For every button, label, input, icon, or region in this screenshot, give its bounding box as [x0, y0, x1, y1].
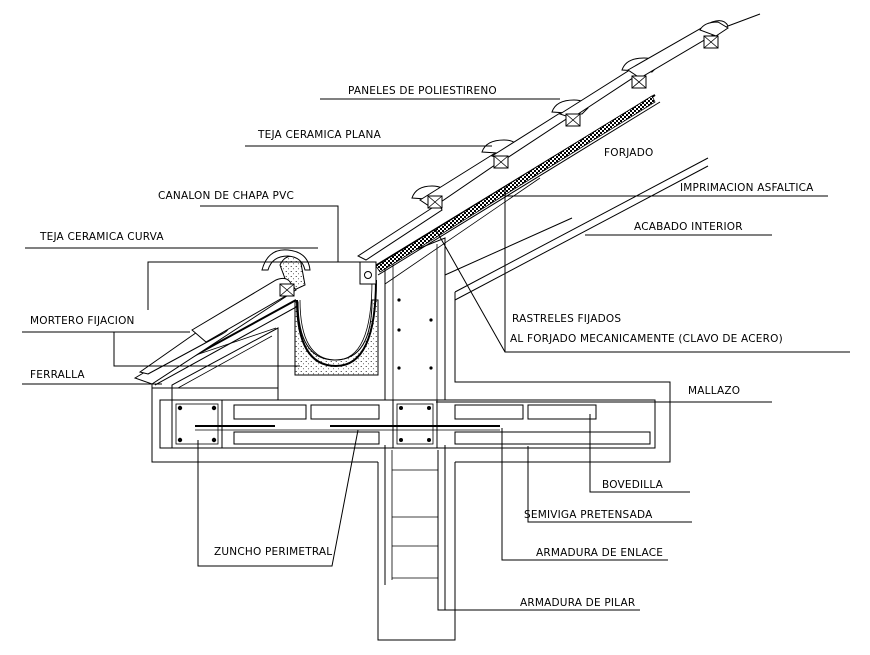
- callout-labels: PANELES DE POLIESTIRENO TEJA CERAMICA PL…: [30, 85, 814, 609]
- left-wall: [171, 327, 279, 400]
- label-armadura-enlace: ARMADURA DE ENLACE: [536, 547, 663, 559]
- label-armadura-pilar: ARMADURA DE PILAR: [520, 597, 635, 609]
- label-mortero: MORTERO FIJACION: [30, 315, 135, 327]
- gutter: [279, 255, 379, 376]
- label-ferralla: FERRALLA: [30, 369, 85, 381]
- curved-tile-cap: [261, 249, 311, 271]
- label-imprimacion: IMPRIMACION ASFALTICA: [680, 182, 814, 194]
- left-roof: [133, 277, 299, 386]
- label-rastreles-2: AL FORJADO MECANICAMENTE (CLAVO DE ACERO…: [510, 333, 783, 345]
- battens: [427, 35, 719, 209]
- right-roof: [356, 13, 761, 261]
- label-forjado: FORJADO: [604, 147, 653, 159]
- central-beam: [392, 399, 438, 449]
- label-semiviga: SEMIVIGA PRETENSADA: [524, 509, 653, 521]
- polystyrene-panels: [375, 95, 656, 273]
- label-acabado: ACABADO INTERIOR: [634, 221, 743, 233]
- label-teja-curva: TEJA CERAMICA CURVA: [39, 231, 164, 243]
- label-paneles: PANELES DE POLIESTIRENO: [348, 85, 497, 97]
- perimeter-beam: [171, 399, 223, 449]
- label-mallazo: MALLAZO: [688, 385, 740, 397]
- label-canalon: CANALON DE CHAPA PVC: [158, 190, 294, 202]
- label-teja-plana: TEJA CERAMICA PLANA: [257, 129, 382, 141]
- label-rastreles-1: RASTRELES FIJADOS: [512, 313, 621, 325]
- label-zuncho: ZUNCHO PERIMETRAL: [214, 546, 332, 558]
- leader-lines: [22, 98, 850, 611]
- pillar: [377, 445, 456, 641]
- label-bovedilla: BOVEDILLA: [602, 479, 664, 491]
